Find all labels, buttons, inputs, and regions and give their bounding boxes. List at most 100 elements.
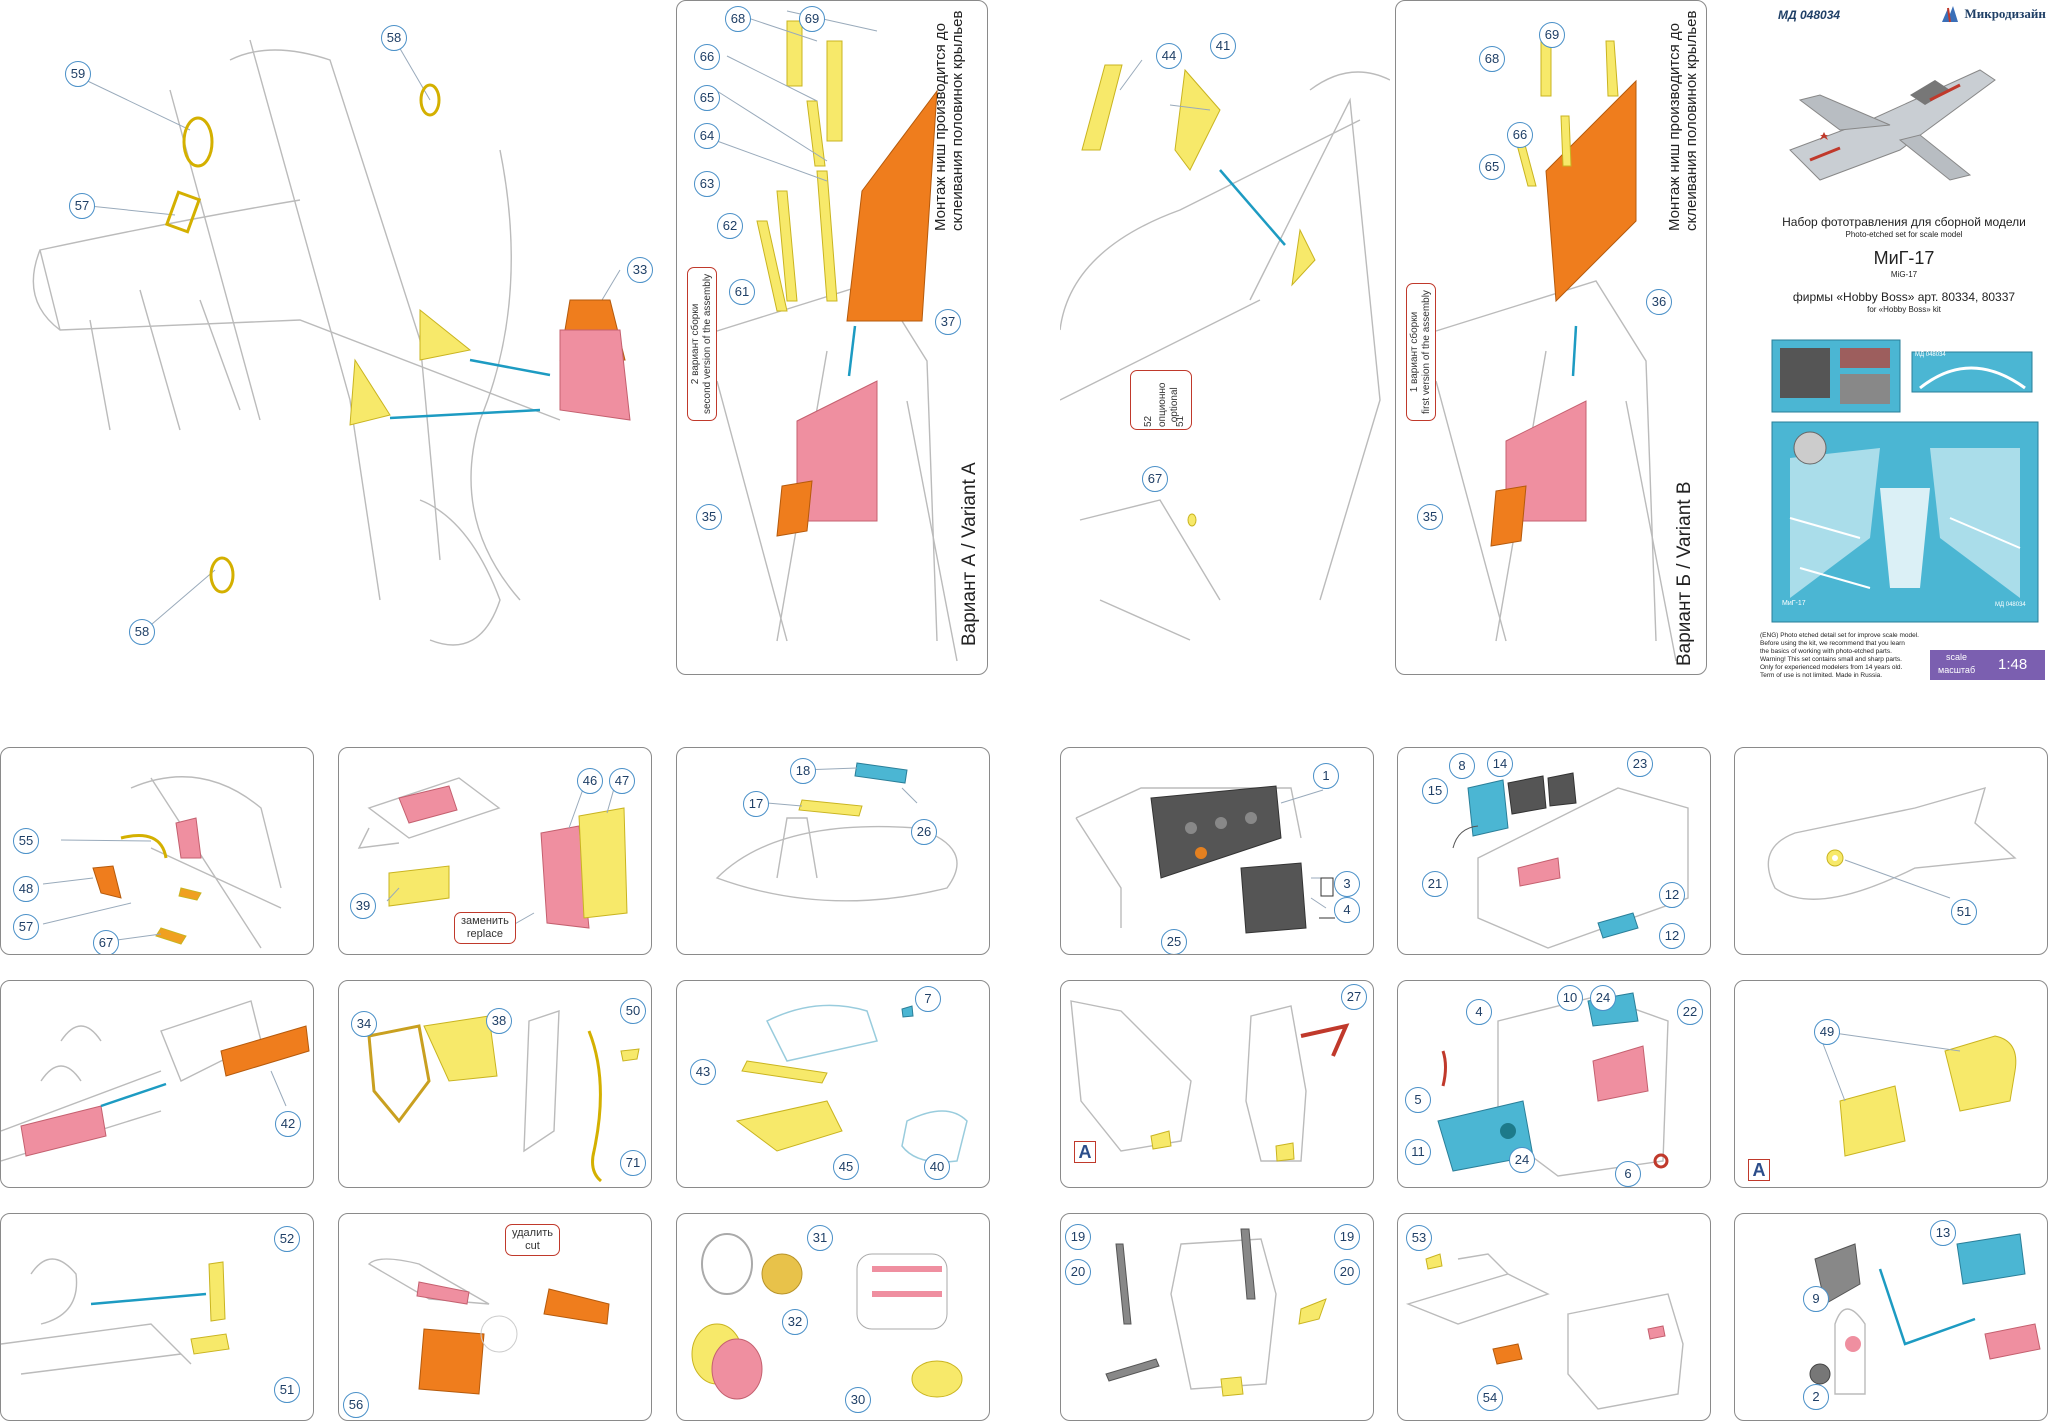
callout-43: 43 xyxy=(690,1059,716,1085)
callout-56: 56 xyxy=(343,1392,369,1418)
callout-35: 35 xyxy=(696,504,722,530)
callout-7: 7 xyxy=(915,986,941,1012)
callout-71: 71 xyxy=(620,1150,646,1176)
callout-67c: 67 xyxy=(93,930,119,954)
step-panel-16: 19 19 20 20 xyxy=(1060,1213,1374,1421)
callout-12b: 12 xyxy=(1659,923,1685,949)
step-panel-13: 52 51 xyxy=(0,1213,314,1421)
scale-label-ru: масштаб xyxy=(1938,665,1976,675)
callout-38: 38 xyxy=(486,1008,512,1034)
callout-62: 62 xyxy=(717,213,743,239)
product-code: МД 048034 xyxy=(1778,8,1841,22)
kit-ref-en: for «Hobby Boss» kit xyxy=(1867,305,1941,314)
brand-mark-icon xyxy=(1942,6,1958,23)
brand-logo: Микродизайн xyxy=(1940,4,2046,24)
kit-ref-ru: фирмы «Hobby Boss» арт. 80334, 80337 xyxy=(1792,290,2016,304)
fret-label-1: МД 048034 xyxy=(1915,352,1946,358)
callout-53: 53 xyxy=(1406,1225,1432,1251)
variant-a-assembly-note: Монтаж ниш производится до склеивания по… xyxy=(932,10,966,231)
step-panel-2: 46 47 39 заменить replace xyxy=(338,747,652,955)
scale-label-en: scale xyxy=(1946,652,1968,662)
callout-26: 26 xyxy=(911,819,937,845)
variant-a-panel: 68 69 66 65 64 63 62 61 37 35 Монтаж ниш… xyxy=(676,0,988,675)
callout-34: 34 xyxy=(351,1011,377,1037)
top-left-wing-diagram: 59 58 57 33 58 xyxy=(0,0,670,680)
callout-33: 33 xyxy=(627,257,653,283)
callout-58: 58 xyxy=(381,25,407,51)
callout-5: 5 xyxy=(1405,1087,1431,1113)
variant-b-sketch xyxy=(1435,40,1677,662)
variant-a-sketch xyxy=(716,10,958,662)
callout-20b: 20 xyxy=(1334,1259,1360,1285)
callout-57: 57 xyxy=(69,193,95,219)
step-panel-5: 8 14 23 15 21 12 12 xyxy=(1397,747,1711,955)
callout-15: 15 xyxy=(1422,778,1448,804)
callout-36: 36 xyxy=(1646,289,1672,315)
callout-23: 23 xyxy=(1627,751,1653,777)
step-panel-14: удалить cut 56 xyxy=(338,1213,652,1421)
callout-24a: 24 xyxy=(1590,985,1616,1011)
callout-35b: 35 xyxy=(1417,504,1443,530)
callout-12a: 12 xyxy=(1659,882,1685,908)
step-panel-15: 31 32 30 xyxy=(676,1213,990,1421)
callout-55: 55 xyxy=(13,828,39,854)
step-panel-9: 7 43 45 40 xyxy=(676,980,990,1188)
mark-a-left: A xyxy=(1074,1141,1096,1163)
callout-65b: 65 xyxy=(1479,154,1505,180)
disclaimer: (ENG) Photo etched detail set for improv… xyxy=(1760,632,1919,679)
callout-68: 68 xyxy=(725,6,751,32)
product-title-ru: Набор фототравления для сборной модели xyxy=(1782,215,2026,229)
callout-59: 59 xyxy=(65,61,91,87)
variant-b-assembly-note: Монтаж ниш производится до склеивания по… xyxy=(1666,10,1700,231)
cut-tag: удалить cut xyxy=(505,1224,561,1256)
callout-18: 18 xyxy=(790,758,816,784)
callout-65: 65 xyxy=(694,85,720,111)
step-panel-10: 27 A xyxy=(1060,980,1374,1188)
callout-2: 2 xyxy=(1803,1384,1829,1410)
callout-27: 27 xyxy=(1341,984,1367,1010)
step-panel-8: 34 38 50 71 xyxy=(338,980,652,1188)
scale-badge: scale масштаб 1:48 xyxy=(1930,650,2045,680)
model-name-en: MiG-17 xyxy=(1890,270,1918,279)
callout-49: 49 xyxy=(1814,1019,1840,1045)
callout-32: 32 xyxy=(782,1309,808,1335)
middle-fuselage-diagram: 44 41 52 опционно optional 51 67 xyxy=(1060,0,1390,680)
scale-value: 1:48 xyxy=(1998,656,2028,673)
callout-19a: 19 xyxy=(1065,1224,1091,1250)
fret-label-2: МиГ-17 xyxy=(1782,600,1806,607)
variant-b-title: Вариант Б / Variant B xyxy=(1674,481,1695,666)
callout-42: 42 xyxy=(275,1111,301,1137)
callout-57c: 57 xyxy=(13,914,39,940)
variant-a-title: Вариант А / Variant A xyxy=(959,462,980,646)
callout-4b: 4 xyxy=(1466,999,1492,1025)
callout-11: 11 xyxy=(1405,1139,1431,1165)
callout-67: 67 xyxy=(1142,466,1168,492)
wing-sketch xyxy=(32,39,631,646)
callout-21: 21 xyxy=(1422,871,1448,897)
product-title-en: Photo-etched set for scale model xyxy=(1845,230,1963,239)
step-panel-18: 13 9 2 xyxy=(1734,1213,2048,1421)
callout-9: 9 xyxy=(1803,1286,1829,1312)
variant-b-panel: 68 69 66 65 36 35 Монтаж ниш производитс… xyxy=(1395,0,1707,675)
fret-label-3: МД 048034 xyxy=(1995,602,2026,608)
callout-25: 25 xyxy=(1161,929,1187,954)
callout-37: 37 xyxy=(935,309,961,335)
fuselage-sketch xyxy=(1060,59,1390,641)
callout-22: 22 xyxy=(1677,999,1703,1025)
callout-41: 41 xyxy=(1210,33,1236,59)
step-panel-7: 42 xyxy=(0,980,314,1188)
callout-30: 30 xyxy=(845,1387,871,1413)
callout-51c: 51 xyxy=(1951,899,1977,925)
callout-19b: 19 xyxy=(1334,1224,1360,1250)
callout-50: 50 xyxy=(620,998,646,1024)
callout-3: 3 xyxy=(1334,871,1360,897)
callout-66: 66 xyxy=(694,44,720,70)
callout-48: 48 xyxy=(13,876,39,902)
callout-54: 54 xyxy=(1477,1385,1503,1411)
callout-47: 47 xyxy=(609,768,635,794)
callout-68b: 68 xyxy=(1479,46,1505,72)
variant-b-version-tag: 1 вариант сборки first version of the as… xyxy=(1406,283,1436,421)
callout-8: 8 xyxy=(1449,753,1475,779)
step-panel-1: 55 48 57 67 xyxy=(0,747,314,955)
mark-a-right: A xyxy=(1748,1159,1770,1181)
